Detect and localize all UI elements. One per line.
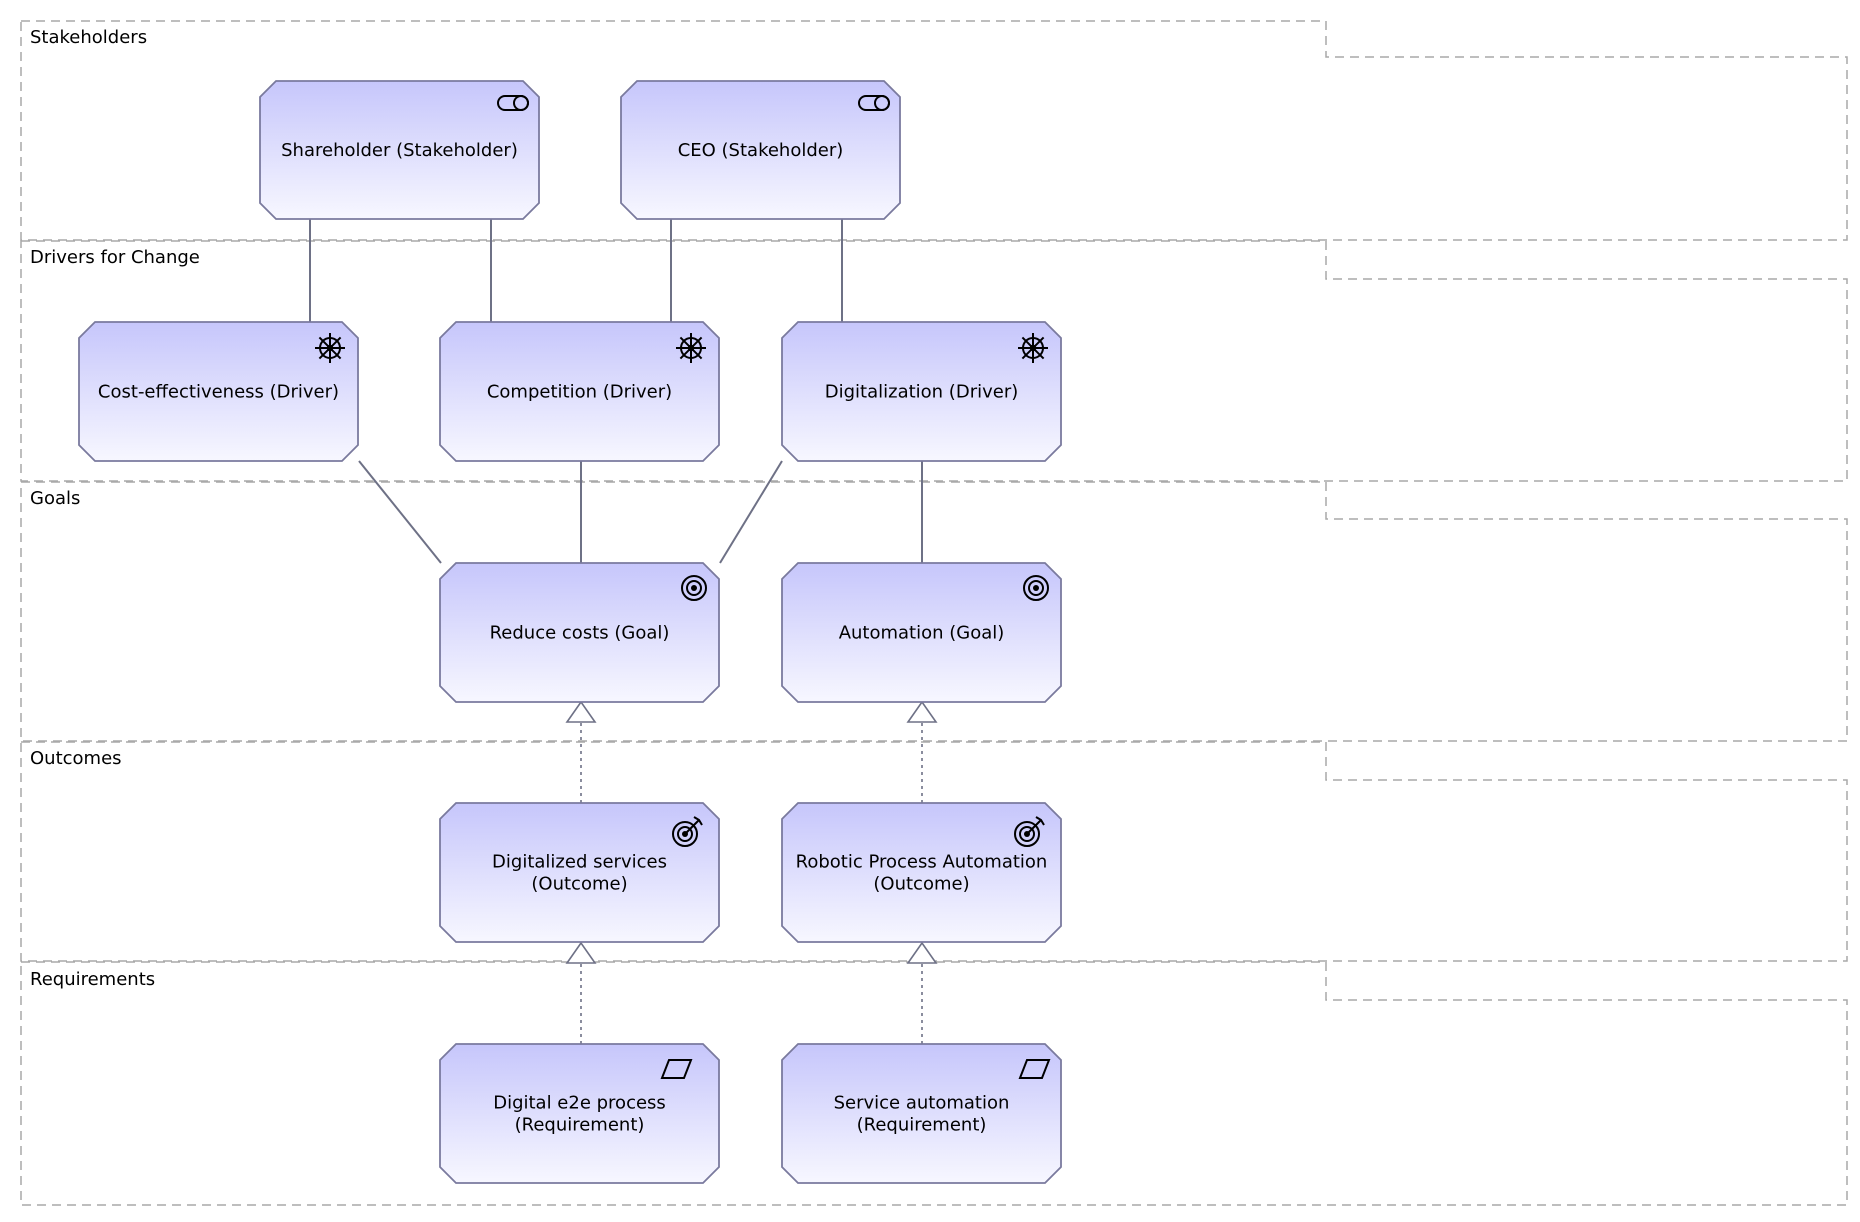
group-label-requirements: Requirements: [30, 969, 155, 990]
node-label-line: Digitalization (Driver): [825, 382, 1019, 403]
nodes-layer: Shareholder (Stakeholder) CEO (Stakehold…: [78, 80, 1062, 1184]
node-label: Service automation(Requirement): [834, 1093, 1010, 1136]
node-label-line: Digitalized services: [492, 852, 667, 873]
node-digitalized-services[interactable]: Digitalized services(Outcome): [439, 802, 720, 943]
groups-layer: Stakeholders Drivers for Change Goals Ou…: [20, 20, 1848, 1206]
driver-icon: [676, 333, 706, 363]
node-service-automation[interactable]: Service automation(Requirement): [781, 1043, 1062, 1184]
group-stakeholders[interactable]: Stakeholders: [20, 20, 1848, 241]
node-competition[interactable]: Competition (Driver): [439, 321, 720, 462]
realization-rpa-automation[interactable]: [906, 700, 938, 803]
node-shareholder[interactable]: Shareholder (Stakeholder): [259, 80, 540, 220]
association-cost-effectiveness-reduce-costs[interactable]: [358, 460, 442, 564]
node-label: Automation (Goal): [839, 623, 1005, 644]
requirement-icon: [660, 1059, 693, 1079]
outcome-icon: [672, 816, 703, 847]
realization-service-automation-rpa[interactable]: [906, 941, 938, 1044]
node-ceo[interactable]: CEO (Stakeholder): [620, 80, 901, 220]
node-label: Shareholder (Stakeholder): [281, 140, 518, 161]
node-label: Cost-effectiveness (Driver): [98, 382, 339, 403]
node-label-line: (Outcome): [531, 874, 627, 895]
association-digitalization-reduce-costs[interactable]: [719, 460, 783, 564]
stakeholder-icon: [497, 95, 529, 111]
node-label: Digitalization (Driver): [825, 382, 1019, 403]
node-label: Digital e2e process(Requirement): [493, 1093, 666, 1136]
node-label-line: Service automation: [834, 1093, 1010, 1114]
node-label-line: Digital e2e process: [493, 1093, 666, 1114]
node-label-line: (Requirement): [515, 1115, 645, 1136]
node-label-line: Competition (Driver): [487, 382, 672, 403]
group-label-outcomes: Outcomes: [30, 748, 122, 769]
node-label: Robotic Process Automation(Outcome): [796, 852, 1048, 895]
goal-icon: [681, 575, 707, 601]
requirement-icon: [1018, 1059, 1051, 1079]
driver-icon: [1018, 333, 1048, 363]
node-label-line: Automation (Goal): [839, 623, 1005, 644]
node-digital-e2e[interactable]: Digital e2e process(Requirement): [439, 1043, 720, 1184]
realization-digitalized-services-reduce-costs[interactable]: [565, 700, 597, 803]
node-label: CEO (Stakeholder): [678, 140, 844, 161]
node-rpa[interactable]: Robotic Process Automation(Outcome): [781, 802, 1062, 943]
goal-icon: [1023, 575, 1049, 601]
group-label-drivers: Drivers for Change: [30, 247, 200, 268]
driver-icon: [315, 333, 345, 363]
edges-layer: [309, 219, 938, 1044]
node-label-line: (Outcome): [873, 874, 969, 895]
outcome-icon: [1014, 816, 1045, 847]
group-requirements[interactable]: Requirements: [20, 961, 1848, 1206]
node-label-line: Robotic Process Automation: [796, 852, 1048, 873]
node-digitalization[interactable]: Digitalization (Driver): [781, 321, 1062, 462]
node-automation[interactable]: Automation (Goal): [781, 562, 1062, 703]
group-goals[interactable]: Goals: [20, 481, 1848, 742]
node-label-line: (Requirement): [857, 1115, 987, 1136]
node-label: Digitalized services(Outcome): [492, 852, 667, 895]
group-label-goals: Goals: [30, 488, 80, 509]
group-outcomes[interactable]: Outcomes: [20, 741, 1848, 962]
node-label: Competition (Driver): [487, 382, 672, 403]
node-label-line: Cost-effectiveness (Driver): [98, 382, 339, 403]
node-cost-effectiveness[interactable]: Cost-effectiveness (Driver): [78, 321, 359, 462]
group-label-stakeholders: Stakeholders: [30, 27, 147, 48]
group-drivers[interactable]: Drivers for Change: [20, 240, 1848, 482]
stakeholder-icon: [858, 95, 890, 111]
realization-digital-e2e-digitalized-services[interactable]: [565, 941, 597, 1044]
node-label-line: Reduce costs (Goal): [490, 623, 670, 644]
node-label-line: Shareholder (Stakeholder): [281, 140, 518, 161]
node-label: Reduce costs (Goal): [490, 623, 670, 644]
node-label-line: CEO (Stakeholder): [678, 140, 844, 161]
node-reduce-costs[interactable]: Reduce costs (Goal): [439, 562, 720, 703]
